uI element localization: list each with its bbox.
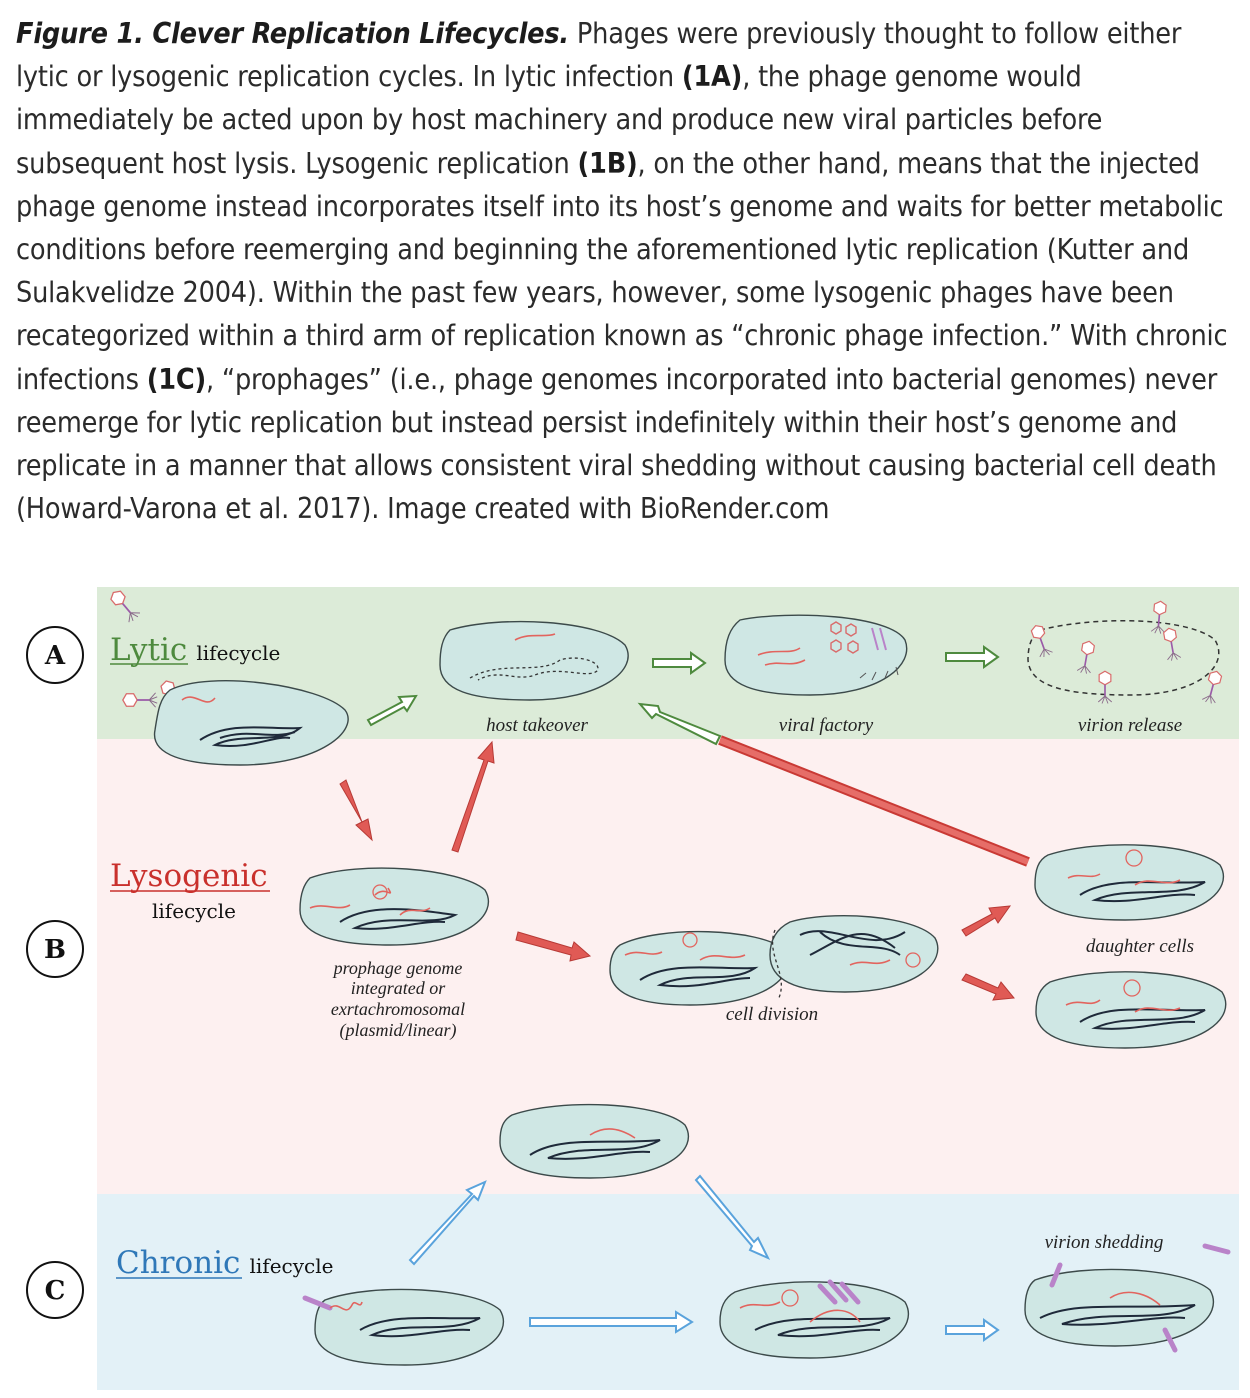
panel-b-badge-letter: B (44, 935, 66, 965)
bacterium-infected (153, 680, 349, 766)
bacterium-lysed (1027, 599, 1225, 706)
chronic-title: Chronic lifecycle (116, 1245, 333, 1281)
label-prophage-4: (plasmid/linear) (340, 1020, 457, 1041)
ref-1c: (1C) (146, 362, 206, 396)
ref-1b: (1B) (577, 146, 638, 180)
bacterium-dividing (609, 915, 939, 1006)
bacterium-daughter-bottom (1035, 971, 1227, 1049)
bacterium-chronic-top (499, 1103, 690, 1179)
bacterium-chronic-start (302, 1288, 505, 1366)
lytic-title: Lytic lifecycle (110, 632, 280, 668)
panel-c: C Chronic lifecycle (26, 1103, 1231, 1366)
panel-c-badge-letter: C (45, 1276, 66, 1306)
label-prophage-1: prophage genome (332, 958, 463, 978)
chronic-title-suffix: lifecycle (250, 1254, 334, 1278)
panel-a: A Lytic lifecycle host takeover (26, 586, 1225, 766)
lysogenic-title: Lysogenic (110, 858, 268, 894)
caption-text-1: Phages were previously thought to follow… (16, 17, 1182, 94)
lytic-title-suffix: lifecycle (196, 641, 280, 665)
label-viral-factory: viral factory (779, 715, 874, 736)
bacterium-prophage (299, 867, 490, 946)
shed-virion (1202, 1243, 1231, 1255)
figure-caption: Figure 1. Clever Replication Lifecycles.… (16, 12, 1238, 530)
bacterium-host-takeover (439, 620, 629, 701)
label-daughter-cells: daughter cells (1086, 936, 1194, 957)
label-virion-release: virion release (1078, 715, 1182, 736)
caption-text-2: , the phage genome would immediately be … (16, 60, 1103, 180)
lysogenic-title-suffix: lifecycle (152, 899, 236, 923)
bacterium-daughter-top (1034, 844, 1225, 921)
panel-b: B Lysogenic lifecycle prophage genome in… (26, 740, 1227, 1049)
caption-text-4: , “prophages” (i.e., phage genomes incor… (16, 362, 1218, 526)
figure-title: Figure 1. Clever Replication Lifecycles. (16, 17, 569, 50)
label-virion-shedding: virion shedding (1045, 1232, 1164, 1253)
reemergence-arrow (637, 702, 1030, 867)
panel-a-badge (26, 626, 84, 684)
label-host-takeover: host takeover (486, 715, 588, 736)
bacterium-viral-factory (724, 614, 908, 696)
chronic-title-name: Chronic (116, 1245, 240, 1281)
bacterium-chronic-shedding (1024, 1262, 1215, 1353)
panel-c-badge (26, 1261, 84, 1319)
label-prophage-3: exrtachromosomal (331, 999, 465, 1019)
panel-b-badge (26, 920, 84, 978)
panel-a-badge-letter: A (44, 641, 66, 671)
lifecycle-diagram: A Lytic lifecycle host takeover (26, 586, 1239, 1390)
lytic-title-name: Lytic (110, 632, 187, 668)
caption-text-3: , on the other hand, means that the inje… (16, 146, 1228, 396)
bacterium-chronic-producing (719, 1279, 910, 1359)
ref-1a: (1A) (681, 60, 743, 94)
label-prophage-2: integrated or (351, 978, 446, 998)
label-cell-division: cell division (726, 1004, 818, 1025)
